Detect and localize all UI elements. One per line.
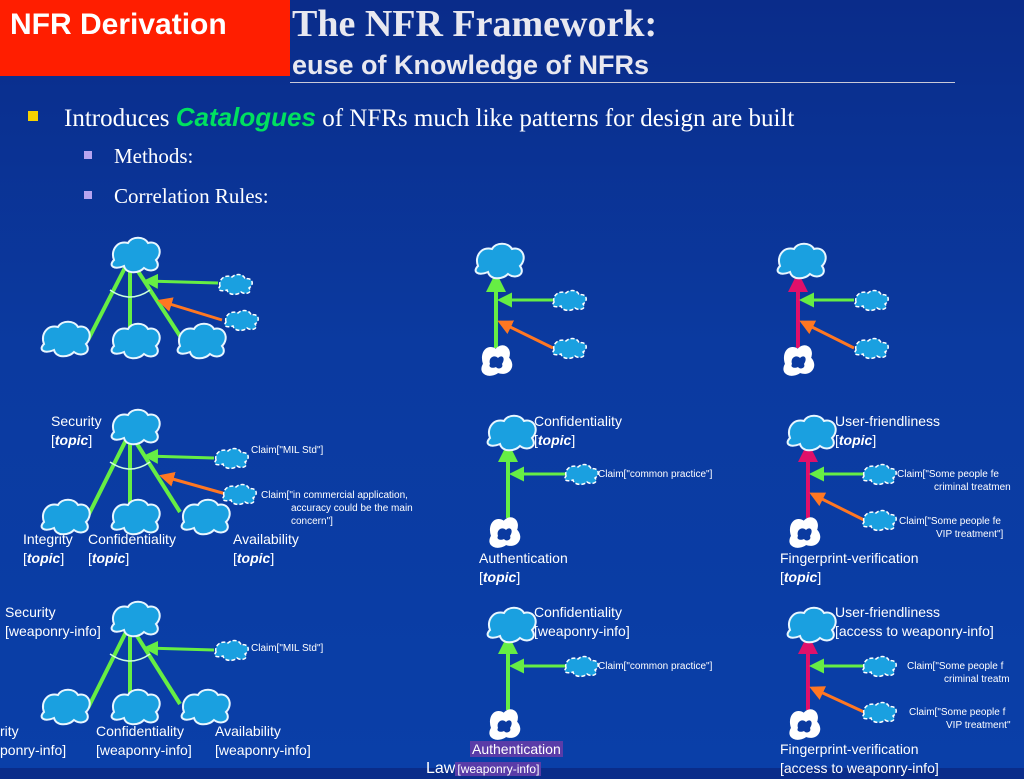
row2-mid-diagram bbox=[486, 414, 599, 548]
label-authentication: Authentication[topic] bbox=[479, 550, 568, 585]
label-availability: Availability[topic] bbox=[233, 531, 299, 566]
nfr-derivation-badge: NFR Derivation bbox=[0, 0, 290, 76]
law-label: Law bbox=[426, 760, 456, 777]
label-user-friendliness: User-friendliness[topic] bbox=[835, 413, 941, 448]
claim-commercial: Claim["in commercial application,accurac… bbox=[261, 490, 413, 527]
label-uf-weaponry: User-friendliness[access to weaponry-inf… bbox=[835, 604, 994, 639]
label-security-weaponry: Security[weaponry-info] bbox=[5, 604, 101, 639]
bullet-correlation-label: Correlation Rules: bbox=[114, 184, 269, 208]
row1-mid-diagram bbox=[474, 242, 587, 376]
bullet-correlation-rules: Correlation Rules: bbox=[84, 184, 269, 209]
label-confidentiality: Confidentiality[topic] bbox=[88, 531, 176, 566]
row3-mid-diagram bbox=[486, 606, 599, 740]
bullet-marker bbox=[28, 111, 38, 122]
bullet-catalogues: Introduces Catalogues of NFRs much like … bbox=[28, 102, 794, 133]
label-availability-weaponry: Availability[weaponry-info] bbox=[215, 723, 311, 758]
label-confidentiality-weaponry: Confidentiality[weaponry-info] bbox=[96, 723, 192, 758]
row2-right-diagram bbox=[786, 414, 897, 548]
catalogues-emphasis: Catalogues bbox=[175, 102, 316, 132]
label-conf-mid: Confidentiality[topic] bbox=[534, 413, 622, 448]
row3-right-diagram bbox=[786, 606, 897, 740]
claim-mil-std: Claim["MIL Std"] bbox=[251, 445, 324, 456]
label-security: Security[topic] bbox=[51, 413, 102, 448]
sub-bullet-marker bbox=[84, 151, 92, 160]
claim-mil-std-2: Claim["MIL Std"] bbox=[251, 643, 324, 654]
row2-left-diagram bbox=[40, 408, 257, 536]
label-conf-weaponry: Confidentiality[weaponry-info] bbox=[534, 604, 630, 639]
claim-common-practice: Claim["common practice"] bbox=[598, 469, 713, 480]
bullet-text-pre: Introduces bbox=[64, 105, 176, 132]
slide-title: The NFR Framework: bbox=[292, 3, 658, 45]
label-fingerprint: Fingerprint-verification[topic] bbox=[780, 550, 919, 585]
label-fingerprint-weaponry: Fingerprint-verification[access to weapo… bbox=[780, 741, 939, 776]
bullet-text-post: of NFRs much like patterns for design ar… bbox=[315, 105, 795, 132]
bullet-methods: Methods: bbox=[84, 144, 193, 169]
bullet-methods-label: Methods: bbox=[114, 144, 194, 168]
claim-common-practice-2: Claim["common practice"] bbox=[598, 661, 713, 672]
label-integrity: Integrity[topic] bbox=[23, 531, 73, 566]
row3-left-diagram bbox=[40, 600, 249, 726]
title-divider bbox=[290, 82, 955, 83]
row1-right-diagram bbox=[776, 242, 889, 376]
slide-subtitle: euse of Knowledge of NFRs bbox=[292, 50, 650, 80]
row1-left-diagram bbox=[40, 236, 259, 360]
sub-bullet-marker bbox=[84, 191, 92, 200]
